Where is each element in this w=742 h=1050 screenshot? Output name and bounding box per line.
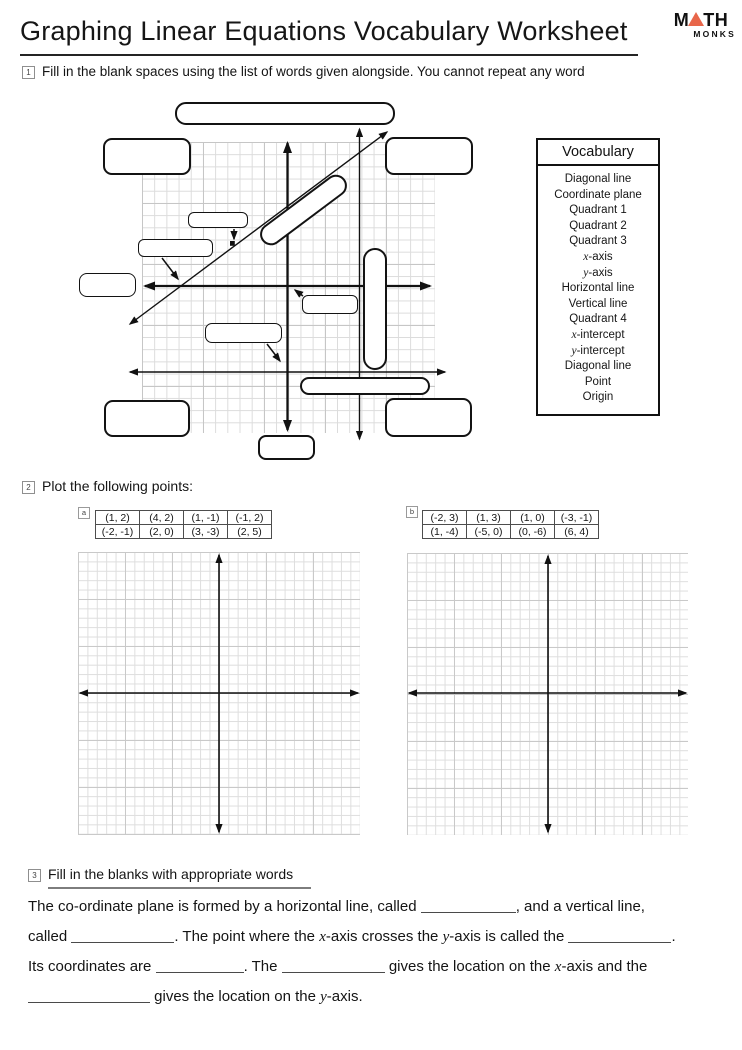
vocabulary-item: Point	[584, 375, 612, 388]
blank-pill-horizontal[interactable]	[300, 377, 430, 395]
answer-blank[interactable]	[28, 988, 150, 1003]
vocabulary-item: y-intercept	[571, 344, 625, 357]
blank-box-bottom-center[interactable]	[258, 435, 315, 460]
plot-grid-a[interactable]	[78, 552, 360, 835]
table-a-label: a	[78, 507, 90, 519]
vocabulary-item: Vertical line	[568, 297, 628, 310]
point-cell: (2, 0)	[139, 524, 184, 539]
point-cell: (2, 5)	[227, 524, 272, 539]
logo-monks-row: MONKS	[693, 29, 736, 39]
blank-box-top-left-quadrant[interactable]	[103, 138, 191, 175]
paragraph-line: called . The point where the x-axis cros…	[28, 928, 676, 945]
math-letter: y	[320, 989, 327, 1005]
vocabulary-item: y-axis	[583, 266, 613, 279]
answer-blank[interactable]	[71, 928, 175, 943]
math-letter: x	[319, 929, 326, 945]
section-2-header: 2 Plot the following points:	[22, 478, 193, 494]
point-cell: (4, 2)	[139, 510, 184, 525]
point-cell: (-1, 2)	[227, 510, 272, 525]
paragraph-line: gives the location on the y-axis.	[28, 982, 728, 1012]
vocabulary-item: x-axis	[583, 250, 613, 263]
page-title: Graphing Linear Equations Vocabulary Wor…	[20, 16, 638, 56]
vocabulary-item: Quadrant 3	[569, 235, 627, 248]
vocabulary-item: Quadrant 4	[569, 313, 627, 326]
pointer-arrow-diagonal	[161, 257, 179, 281]
section-1-instruction: Fill in the blank spaces using the list …	[42, 64, 585, 79]
point-marker	[230, 241, 235, 246]
vocabulary-item: Diagonal line	[564, 360, 632, 373]
point-cell: (1, 2)	[95, 510, 140, 525]
point-cell: (1, 3)	[466, 510, 511, 525]
paragraph-line: The co-ordinate plane is formed by a hor…	[28, 898, 645, 915]
blank-box-top-right-quadrant[interactable]	[385, 137, 473, 175]
plot-grid-b-axes	[407, 554, 688, 834]
pointer-arrow-origin	[293, 289, 304, 298]
point-cell: (6, 4)	[554, 524, 599, 539]
blank-label-origin[interactable]	[302, 295, 358, 314]
answer-blank[interactable]	[420, 898, 516, 913]
vocabulary-item: Coordinate plane	[554, 188, 642, 201]
plot-grid-b[interactable]	[407, 553, 688, 835]
logo-triangle-icon	[688, 12, 705, 26]
answer-blank[interactable]	[568, 928, 672, 943]
blank-label-horizontal[interactable]	[205, 323, 282, 343]
table-row: (1, 2)(4, 2)(1, -1)(-1, 2)	[95, 510, 272, 525]
vocabulary-item: x-intercept	[571, 328, 625, 341]
point-cell: (-3, -1)	[554, 510, 599, 525]
math-letter: y	[442, 929, 450, 945]
blank-pill-vertical[interactable]	[363, 248, 387, 370]
blank-box-bottom-right-quadrant[interactable]	[385, 398, 472, 437]
blank-box-plane-title[interactable]	[175, 102, 395, 125]
point-cell: (-2, 3)	[422, 510, 467, 525]
vocabulary-diagram	[60, 95, 530, 465]
section-3-header: 3 Fill in the blanks with appropriate wor…	[28, 866, 312, 889]
table-b-label: b	[406, 506, 418, 518]
blank-label-point[interactable]	[188, 212, 248, 228]
table-row: (-2, -1)(2, 0)(3, -3)(2, 5)	[95, 524, 272, 539]
blank-box-bottom-left-quadrant[interactable]	[104, 400, 190, 437]
table-row: (1, -4)(-5, 0)(0, -6)(6, 4)	[422, 524, 599, 539]
point-cell: (1, -1)	[183, 510, 228, 525]
section-2-instruction: Plot the following points:	[42, 478, 193, 494]
math-letter: x	[554, 959, 562, 975]
vocabulary-item: Horizontal line	[561, 282, 635, 295]
point-cell: (-2, -1)	[95, 524, 140, 539]
section-2-number-icon: 2	[22, 481, 35, 494]
blank-label-x-axis[interactable]	[79, 273, 136, 297]
vocabulary-title: Vocabulary	[538, 140, 658, 166]
section-1-header: 1 Fill in the blank spaces using the list…	[22, 64, 585, 79]
point-cell: (3, -3)	[183, 524, 228, 539]
section-3-number-icon: 3	[28, 869, 41, 882]
vocabulary-item: Diagonal line	[564, 173, 632, 185]
answer-blank[interactable]	[155, 958, 244, 973]
vocabulary-item: Quadrant 1	[569, 204, 627, 217]
point-cell: (-5, 0)	[466, 524, 511, 539]
table-row: (-2, 3)(1, 3)(1, 0)(-3, -1)	[422, 510, 599, 525]
plot-grid-a-axes	[78, 553, 360, 834]
paragraph-line: Its coordinates are . The gives the loca…	[28, 958, 648, 975]
blank-label-diagonal[interactable]	[138, 239, 213, 257]
point-cell: (1, 0)	[510, 510, 555, 525]
diagonal-line	[128, 131, 389, 325]
answer-blank[interactable]	[281, 958, 385, 973]
points-table-a: (1, 2)(4, 2)(1, -1)(-1, 2)(-2, -1)(2, 0)…	[95, 510, 272, 539]
pointer-arrow-horizontal	[266, 343, 281, 363]
section-1-number-icon: 1	[22, 66, 35, 79]
fill-paragraph: The co-ordinate plane is formed by a hor…	[28, 892, 728, 1012]
point-cell: (1, -4)	[422, 524, 467, 539]
point-cell: (0, -6)	[510, 524, 555, 539]
vocabulary-item: Origin	[582, 391, 614, 404]
vocabulary-item: Quadrant 2	[569, 219, 627, 232]
section-3-instruction: Fill in the blanks with appropriate word…	[48, 866, 312, 889]
points-table-b: (-2, 3)(1, 3)(1, 0)(-3, -1)(1, -4)(-5, 0…	[422, 510, 599, 539]
